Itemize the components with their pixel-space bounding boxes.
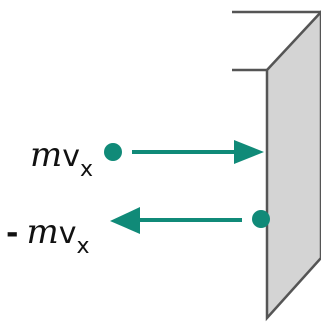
x-subscript: x [80, 157, 94, 182]
wall-top-face [232, 12, 321, 70]
outgoing-arrow-head [110, 207, 140, 234]
incoming-particle [104, 143, 122, 161]
x-subscript: x [76, 234, 90, 259]
outgoing-particle [252, 210, 270, 228]
velocity-symbol: v [58, 216, 77, 251]
mass-symbol: m [26, 212, 59, 252]
incoming-arrow-head [234, 140, 264, 164]
incoming-momentum-label: mvx [30, 135, 93, 181]
outgoing-momentum-label: -mvx [6, 212, 90, 258]
mass-symbol: m [30, 135, 63, 175]
velocity-symbol: v [62, 139, 81, 174]
negative-sign: - [6, 216, 19, 251]
wall-front-face [265, 10, 321, 322]
